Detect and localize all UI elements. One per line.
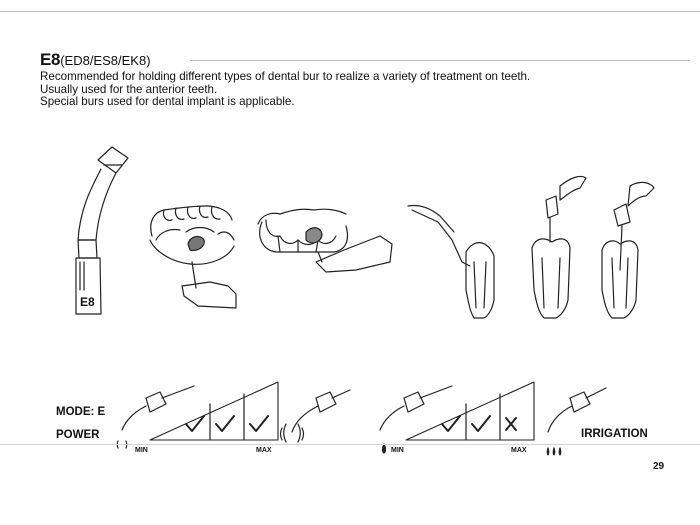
irrigation-min-label: MIN bbox=[391, 447, 404, 454]
check-icon bbox=[249, 415, 269, 432]
check-icon bbox=[471, 415, 491, 432]
power-max-label: MAX bbox=[256, 447, 272, 454]
page-number: 29 bbox=[653, 461, 665, 472]
description: Recommended for holding different types … bbox=[40, 70, 531, 109]
tooth-section-3-illustration bbox=[601, 181, 655, 319]
section-title: E8 (ED8/ES8/EK8) bbox=[40, 50, 151, 70]
description-line: Usually used for the anterior teeth. bbox=[40, 82, 218, 96]
irrigation-scale bbox=[379, 381, 607, 456]
power-label: POWER bbox=[56, 429, 100, 441]
cross-icon bbox=[505, 417, 517, 431]
check-icon bbox=[441, 415, 461, 432]
power-scale bbox=[116, 381, 351, 449]
water-drop-icon bbox=[381, 443, 387, 454]
tooth-section-2-illustration bbox=[531, 175, 587, 319]
anterior-teeth-illustration bbox=[257, 208, 393, 273]
check-icon bbox=[215, 415, 235, 432]
irrigation-max-label: MAX bbox=[511, 447, 527, 454]
mode-label: MODE: E bbox=[56, 406, 106, 418]
power-min-label: MIN bbox=[135, 447, 148, 454]
water-drops-icon bbox=[546, 447, 562, 456]
description-line: Recommended for holding different types … bbox=[40, 70, 531, 83]
check-icon bbox=[185, 415, 205, 432]
model-code: E8 bbox=[40, 50, 61, 69]
scaler-tip-illustration bbox=[75, 146, 129, 315]
tooth-section-1-illustration bbox=[407, 204, 495, 319]
title-rule bbox=[190, 60, 690, 61]
description-line: Special burs used for dental implant is … bbox=[40, 95, 295, 108]
model-variants: (ED8/ES8/EK8) bbox=[60, 53, 151, 68]
irrigation-label: IRRIGATION bbox=[581, 428, 648, 440]
bottom-rule bbox=[0, 444, 700, 445]
top-rule bbox=[0, 11, 700, 12]
tip-label: E8 bbox=[80, 295, 95, 309]
vibration-icon bbox=[279, 423, 305, 443]
dental-arch-illustration bbox=[149, 205, 237, 309]
